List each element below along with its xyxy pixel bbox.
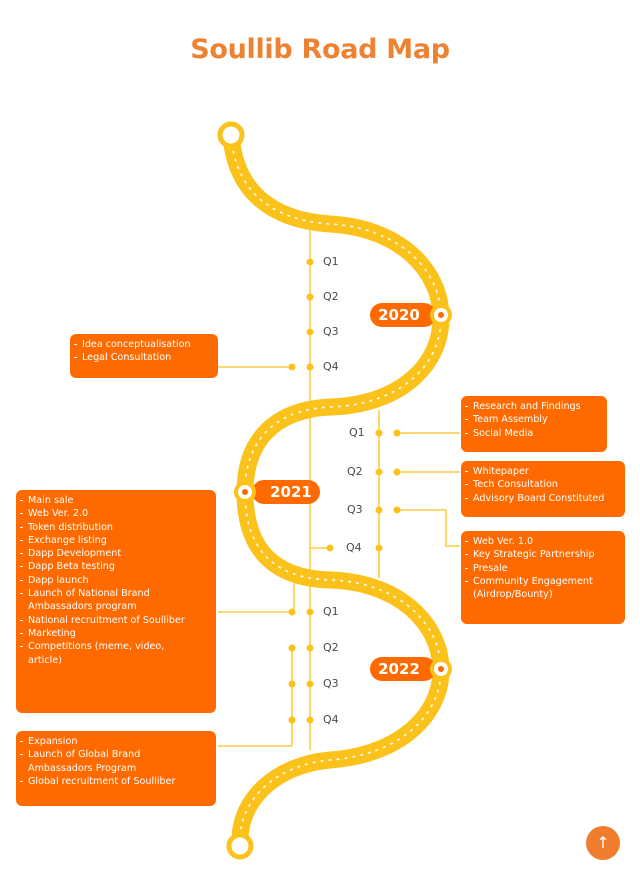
milestone-item: Whitepaper (461, 465, 617, 478)
year-2022-badge: 2022 (370, 657, 436, 681)
q2-2021-label: Q2 (347, 465, 363, 478)
road-start-ring (217, 121, 245, 149)
milestone-item: Expansion (16, 735, 208, 748)
q2-2020-label: Q2 (323, 290, 339, 303)
milestone-item: Dapp Development (16, 547, 208, 560)
milestone-item: Key Strategic Partnership (461, 548, 617, 561)
milestone-item: National recruitment of Soulliber (16, 614, 208, 627)
milestone-item: Legal Consultation (70, 351, 210, 364)
milestone-item: Team Assembly (461, 413, 599, 426)
milestone-item: Token distribution (16, 521, 208, 534)
q4-2020-label: Q4 (323, 360, 339, 373)
milestone-item: Marketing (16, 627, 208, 640)
q3-2021-label: Q3 (347, 503, 363, 516)
milestone-item: Tech Consultation (461, 478, 617, 491)
q4-2021-label: Q4 (346, 541, 362, 554)
q4-2022-label: Q4 (323, 713, 339, 726)
milestone-item: Research and Findings (461, 400, 599, 413)
milestone-item: Social Media (461, 427, 599, 440)
q1-2021-label: Q1 (349, 426, 365, 439)
milestone-item: Idea conceptualisation (70, 338, 210, 351)
q1-2022-label: Q1 (323, 605, 339, 618)
year-2021-badge: 2021 (252, 480, 320, 504)
year-2020-badge: 2020 (370, 303, 436, 327)
q2-2022-label: Q2 (323, 641, 339, 654)
milestone-item: Competitions (meme, video, article) (16, 640, 208, 667)
arrow-up-icon: ↑ (596, 833, 610, 852)
milestone-item: Community Engagement (Airdrop/Bounty) (461, 575, 617, 602)
milestone-item: Global recruitment of Soulliber (16, 775, 208, 788)
milestone-item: Launch of National Brand Ambassadors pro… (16, 587, 208, 614)
milestone-item: Presale (461, 562, 617, 575)
milestone-item: Main sale (16, 494, 208, 507)
milestone-item: Web Ver. 1.0 (461, 535, 617, 548)
q1-2020-label: Q1 (323, 255, 339, 268)
q3-2020-label: Q3 (323, 325, 339, 338)
milestone-item: Dapp launch (16, 574, 208, 587)
q3-2022-label: Q3 (323, 677, 339, 690)
page-title: Soullib Road Map (190, 34, 450, 65)
scroll-to-top-button[interactable]: ↑ (586, 826, 620, 860)
milestone-item: Launch of Global Brand Ambassadors Progr… (16, 748, 208, 775)
milestone-item: Dapp Beta testing (16, 560, 208, 573)
milestone-item: Advisory Board Constituted (461, 492, 617, 505)
road-end-ring (226, 832, 254, 860)
milestone-item: Web Ver. 2.0 (16, 507, 208, 520)
milestone-item: Exchange listing (16, 534, 208, 547)
